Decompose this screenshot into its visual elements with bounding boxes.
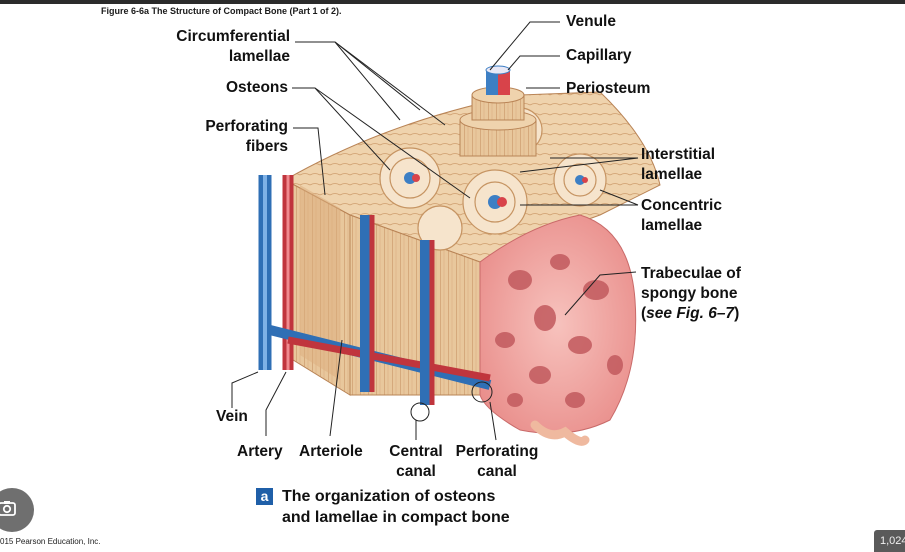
label-artery: Artery: [237, 443, 283, 460]
caption-line1: The organization of osteons: [282, 488, 496, 505]
camera-search-icon: [0, 501, 16, 516]
label-trabeculae-spongy-bone: Trabeculae of spongy bone (see Fig. 6–7): [641, 264, 741, 324]
label-perforating-canal-line2: canal: [477, 463, 517, 480]
label-trabeculae-line2: spongy bone: [641, 285, 738, 302]
caption-badge: a: [256, 488, 273, 505]
label-concentric-lamellae: Concentric lamellae: [641, 196, 722, 236]
visual-search-button[interactable]: [0, 488, 34, 532]
label-central-canal-line2: canal: [396, 463, 436, 480]
label-circumferential-lamellae: Circumferential lamellae: [150, 27, 290, 67]
label-concentric-line2: lamellae: [641, 217, 703, 234]
label-venule: Venule: [566, 13, 616, 30]
label-vein: Vein: [216, 408, 248, 425]
label-interstitial-lamellae: Interstitial lamellae: [641, 145, 715, 185]
label-interstitial-line1: Interstitial: [641, 146, 716, 163]
caption-text: The organization of osteons and lamellae…: [282, 486, 510, 528]
label-perforating-fibers: Perforating fibers: [180, 117, 288, 157]
label-trabeculae-line1: Trabeculae of: [641, 265, 741, 282]
label-trabeculae-line3: (see Fig. 6–7): [641, 304, 741, 324]
label-interstitial-line2: lamellae: [641, 166, 703, 183]
label-central-canal: Central canal: [382, 442, 450, 482]
label-osteons: Osteons: [225, 79, 288, 96]
label-periosteum: Periosteum: [566, 80, 651, 97]
top-bar: [0, 0, 905, 4]
label-circumferential-line2: lamellae: [228, 48, 290, 65]
label-trabeculae-see-fig: see Fig. 6–7: [646, 305, 735, 322]
label-perforating-fibers-line1: Perforating: [205, 118, 288, 135]
label-trabeculae-close-paren: ): [734, 305, 740, 322]
label-central-canal-line1: Central: [389, 443, 443, 460]
image-size-badge: 1,024: [874, 530, 905, 552]
label-perforating-canal: Perforating canal: [452, 442, 542, 482]
figure-title: Figure 6-6a The Structure of Compact Bon…: [101, 6, 342, 16]
label-concentric-line1: Concentric: [641, 197, 722, 214]
label-arteriole: Arteriole: [299, 443, 363, 460]
caption-line2: and lamellae in compact bone: [282, 509, 510, 526]
copyright-notice: 015 Pearson Education, Inc.: [0, 537, 101, 546]
label-capillary: Capillary: [566, 47, 632, 64]
label-perforating-canal-line1: Perforating: [455, 443, 539, 460]
label-perforating-fibers-line2: fibers: [245, 138, 288, 155]
label-circumferential-line1: Circumferential: [176, 28, 290, 45]
label-trabeculae-open-paren: (: [641, 305, 647, 322]
